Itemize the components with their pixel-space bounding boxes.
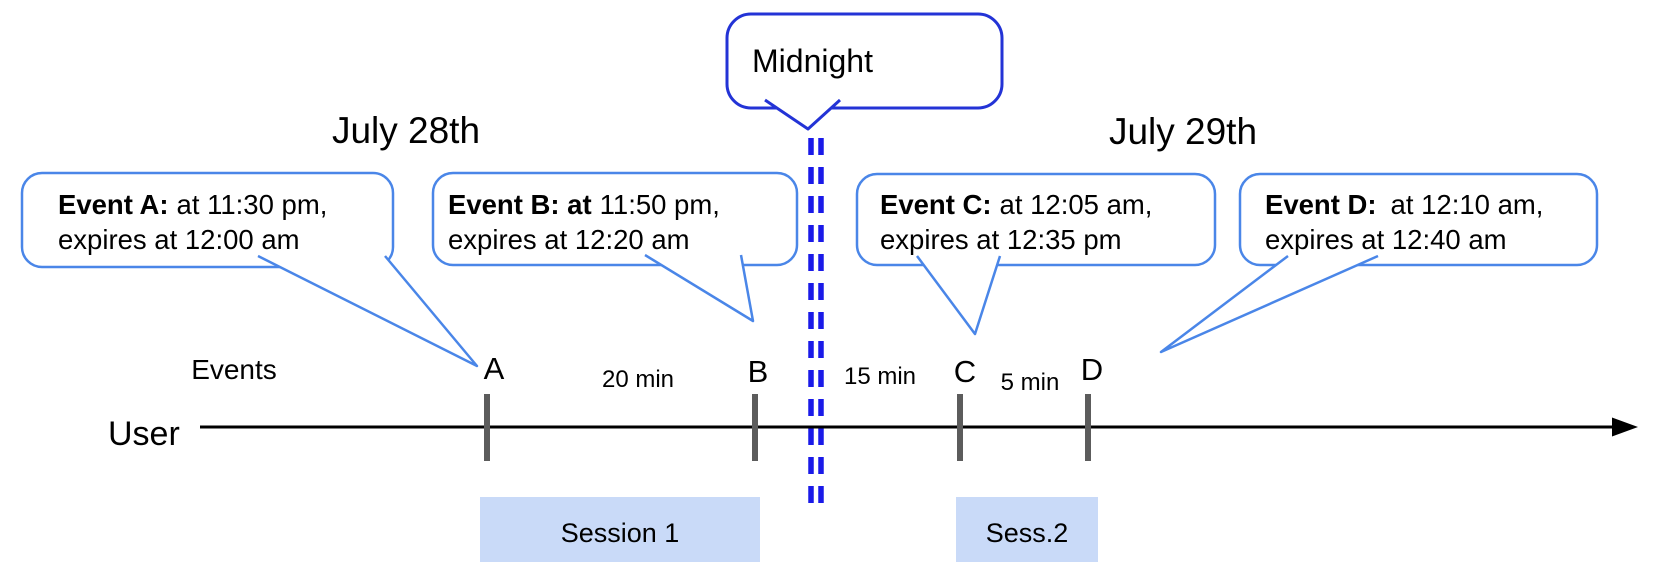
session-2-label: Sess.2 <box>986 518 1069 548</box>
gap-ab-label: 20 min <box>602 366 674 393</box>
event-a-line1: Event A:at 11:30 pm, <box>58 189 327 220</box>
midnight-callout-label: Midnight <box>752 43 873 79</box>
session-2-bar: Sess.2 <box>956 497 1098 562</box>
date-july-28: July 28th <box>332 110 480 151</box>
timeline-axis <box>200 417 1638 437</box>
event-ticks <box>484 394 1091 461</box>
marker-a-label: A <box>484 351 505 386</box>
date-july-29: July 29th <box>1109 111 1257 152</box>
gap-midnight-c-label: 15 min <box>844 363 916 390</box>
session-1-bar: Session 1 <box>480 497 760 562</box>
event-d-line1: Event D:at 12:10 am, <box>1265 189 1543 220</box>
events-row-label: Events <box>191 354 277 385</box>
arrowhead-icon <box>1612 417 1638 437</box>
event-c-line1: Event C:at 12:05 am, <box>880 189 1152 220</box>
marker-c-label: C <box>954 354 976 389</box>
midnight-callout: Midnight <box>725 12 1004 131</box>
event-c-line2: expires at 12:35 pm <box>880 224 1122 255</box>
event-d-callout: Event D:at 12:10 am, expires at 12:40 am <box>1159 172 1599 354</box>
marker-d-label: D <box>1081 352 1103 387</box>
event-c-callout: Event C:at 12:05 am, expires at 12:35 pm <box>855 172 1217 336</box>
midnight-dashed-line <box>808 138 824 506</box>
marker-b-label: B <box>748 354 769 389</box>
event-a-line2: expires at 12:00 am <box>58 224 300 255</box>
event-a-callout: Event A:at 11:30 pm, expires at 12:00 am <box>20 171 479 368</box>
gap-cd-label: 5 min <box>1001 369 1060 396</box>
event-d-line2: expires at 12:40 am <box>1265 224 1507 255</box>
user-row-label: User <box>108 415 180 453</box>
session-1-label: Session 1 <box>561 518 680 548</box>
event-b-line2: expires at 12:20 am <box>448 224 690 255</box>
